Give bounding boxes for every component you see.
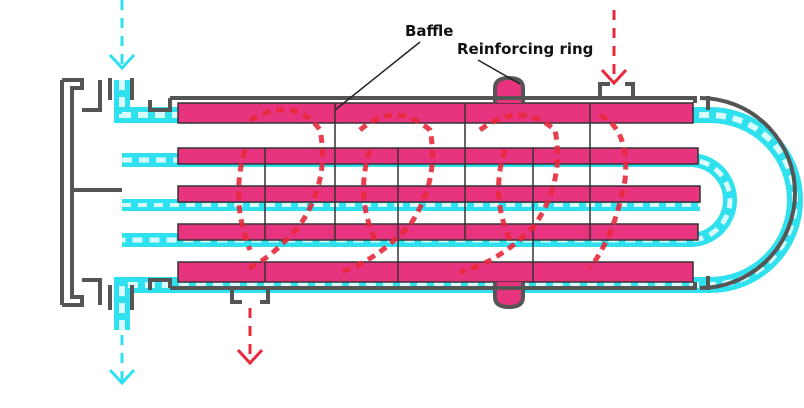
- tube-inlet-arrow: [108, 0, 136, 71]
- shell-outline: [60, 78, 797, 310]
- tube: [177, 147, 699, 165]
- tube: [177, 261, 694, 283]
- tube: [177, 223, 699, 241]
- leader-lines: [334, 41, 521, 111]
- tube-outlet-arrow: [108, 335, 136, 386]
- shell-inlet-arrow: [600, 10, 628, 86]
- baffle-label: Baffle: [405, 22, 454, 40]
- baffles: [264, 103, 591, 282]
- tube-bundle: [177, 102, 701, 283]
- shell-side-flow: [236, 107, 629, 275]
- tube: [177, 185, 701, 203]
- reinforcing-ring-label: Reinforcing ring: [457, 40, 594, 58]
- shell-outlet-arrow: [236, 308, 264, 366]
